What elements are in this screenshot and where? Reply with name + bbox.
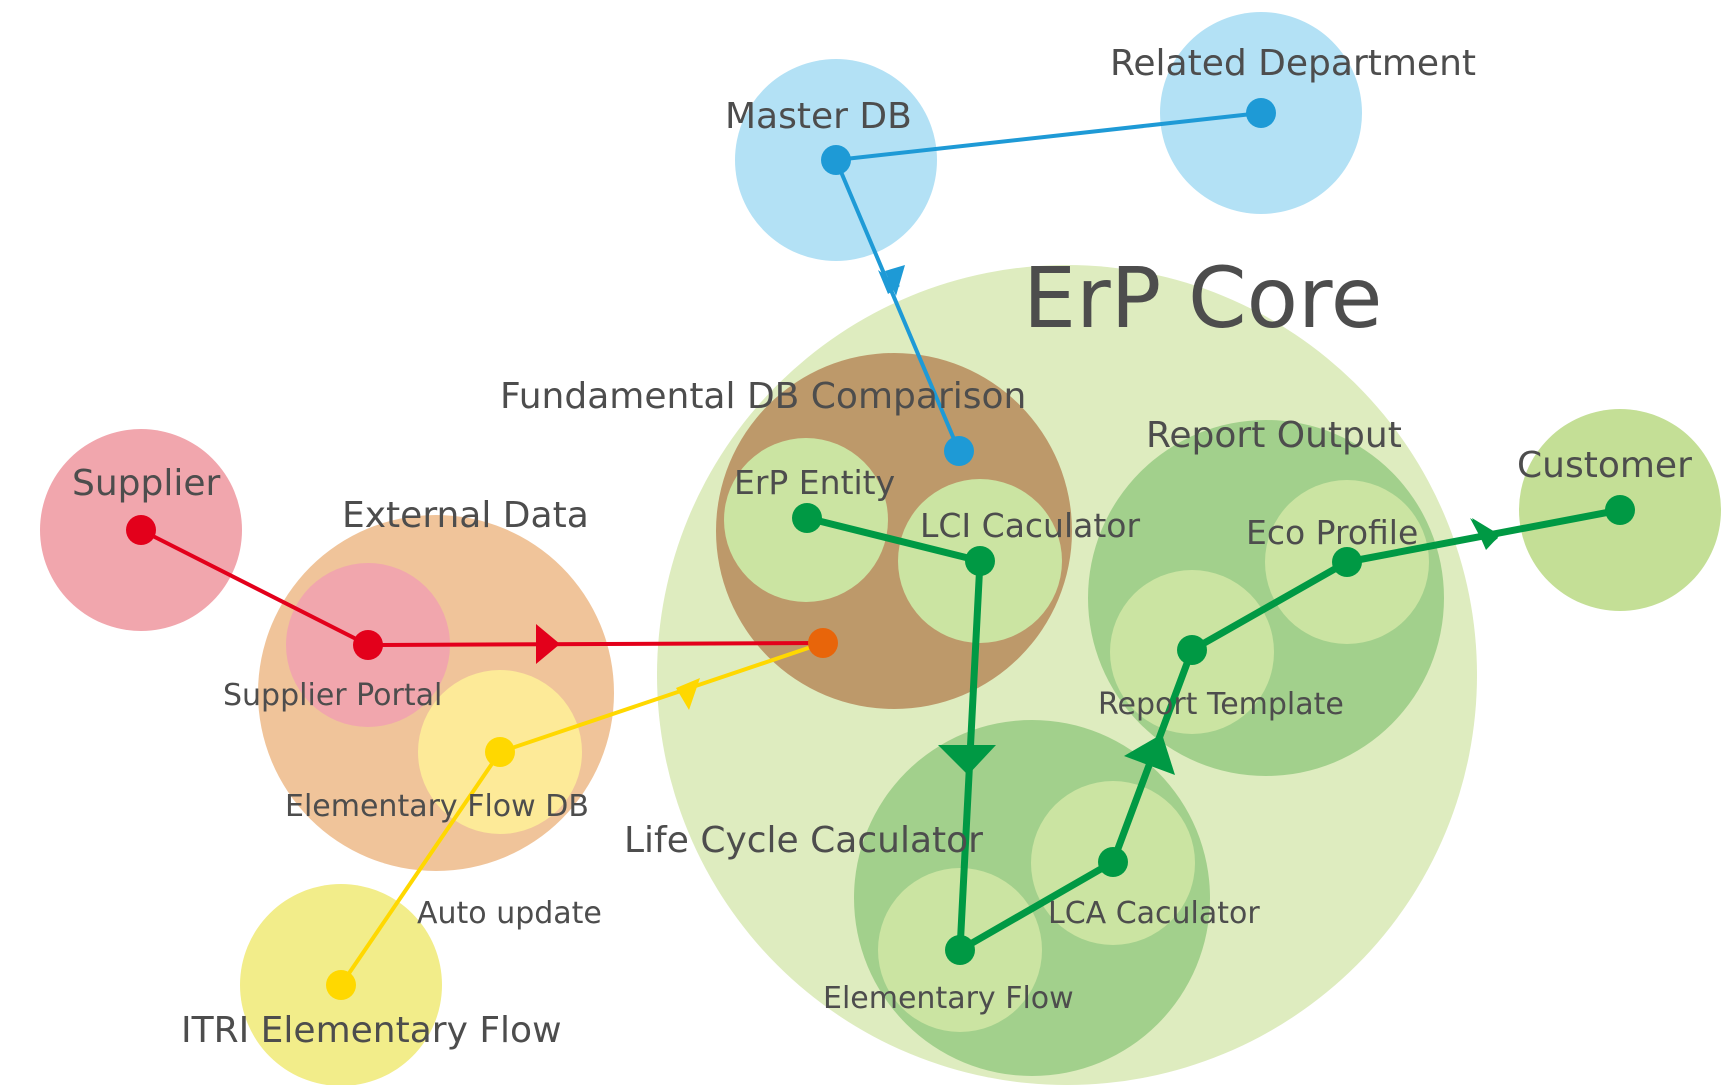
erp-entity-node — [792, 503, 822, 533]
label-eco-profile: Eco Profile — [1246, 513, 1418, 552]
label-report-template: Report Template — [1098, 687, 1344, 722]
master-to-fundamental-link — [834, 159, 961, 452]
customer-node — [1605, 495, 1635, 525]
report-template-node — [1177, 635, 1207, 665]
supplier-node — [126, 515, 156, 545]
itri-to-flowdb-link — [339, 750, 502, 987]
master-to-related-link — [835, 111, 1262, 162]
label-supplier-portal: Supplier Portal — [223, 678, 442, 713]
master-db-node — [821, 145, 851, 175]
lca-caculator-node — [1098, 847, 1128, 877]
related-department-node — [1246, 98, 1276, 128]
eco-profile-node — [1332, 547, 1362, 577]
label-life-cycle-caculator: Life Cycle Caculator — [624, 820, 983, 861]
label-fundamental-db-comparison: Fundamental DB Comparison — [500, 376, 1026, 417]
label-report-output: Report Output — [1146, 415, 1402, 456]
green-arrowhead-right — [1472, 518, 1500, 550]
elementary-flow-node — [945, 935, 975, 965]
elementary-flow-db-node — [485, 737, 515, 767]
yellow-arrowhead — [676, 678, 700, 710]
label-itri-elementary-flow: ITRI Elementary Flow — [181, 1010, 562, 1051]
label-related-department: Related Department — [1110, 43, 1476, 84]
label-lca-caculator: LCA Caculator — [1048, 896, 1260, 931]
green-arrowhead-down — [938, 745, 996, 775]
erp-core-title: ErP Core — [1023, 249, 1382, 347]
supplier-to-portal-link — [140, 528, 369, 647]
label-master-db: Master DB — [725, 96, 912, 137]
itri-elementary-flow-node — [326, 970, 356, 1000]
portal-to-comparison-link — [367, 641, 824, 647]
supplier-portal-node — [353, 630, 383, 660]
comparison-node — [808, 628, 838, 658]
label-elementary-flow-db: Elementary Flow DB — [285, 789, 589, 824]
label-erp-entity: ErP Entity — [734, 463, 895, 502]
flowdb-to-comparison-link — [499, 641, 824, 754]
label-customer: Customer — [1517, 445, 1692, 486]
label-elementary-flow: Elementary Flow — [823, 981, 1074, 1016]
green-arrowhead-up — [1124, 734, 1175, 775]
label-external-data: External Data — [342, 495, 589, 536]
fundamental-db-node — [944, 436, 974, 466]
blue-arrowhead — [885, 265, 905, 296]
lci-caculator-node — [965, 546, 995, 576]
label-lci-caculator: LCI Caculator — [920, 506, 1140, 545]
label-auto-update: Auto update — [417, 896, 602, 931]
label-supplier: Supplier — [72, 463, 221, 504]
red-arrowhead — [536, 624, 560, 664]
